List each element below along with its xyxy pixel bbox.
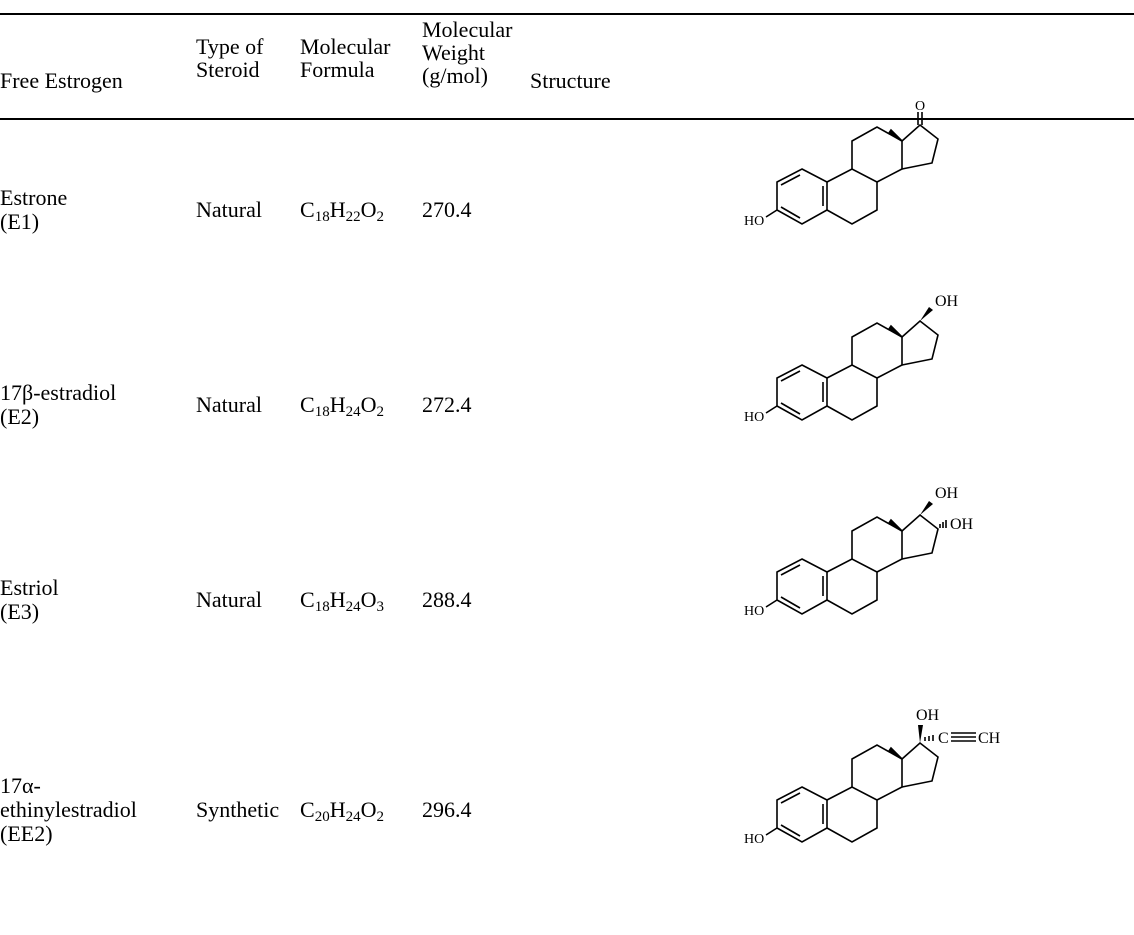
header-molecular-weight: Molecular Weight (g/mol) (422, 18, 512, 87)
header-line: Molecular (300, 34, 391, 59)
formula-count: 18 (314, 404, 330, 420)
row-e1-type: Natural (196, 197, 262, 222)
header-structure: Structure (530, 69, 611, 92)
row-e1-name: Estrone (E1) (0, 186, 67, 234)
hydroxyl-label: HO (744, 832, 764, 847)
formula-element: H (329, 197, 346, 222)
name-line: (EE2) (0, 821, 53, 846)
formula-count: 20 (314, 809, 330, 825)
header-line: Weight (422, 40, 485, 65)
table-header-rule (0, 118, 1134, 120)
estrone-diagram: O HO (744, 99, 939, 229)
header-line: Formula (300, 57, 375, 82)
name-line: ethinylestradiol (0, 797, 137, 822)
formula-element: H (329, 587, 346, 612)
row-ee2-type: Synthetic (196, 797, 280, 822)
estradiol-diagram: OH HO (744, 293, 959, 425)
row-e3-weight: 288.4 (422, 587, 472, 612)
name-line: 17α- (0, 773, 41, 798)
formula-element: O (360, 197, 377, 222)
header-line: (g/mol) (422, 63, 488, 88)
name-line: 17β-estradiol (0, 380, 117, 405)
estriol-diagram: OH OH HO (744, 485, 974, 619)
formula-count: 24 (345, 404, 361, 420)
row-e2-type: Natural (196, 392, 262, 417)
ethinylestradiol-diagram: OH C CH HO (744, 707, 1001, 847)
oxygen-label: O (915, 99, 925, 114)
formula-element: H (329, 392, 346, 417)
row-e3-type: Natural (196, 587, 262, 612)
name-line: Estriol (0, 575, 59, 600)
hydroxyl-label: HO (744, 410, 764, 425)
formula-element: C (300, 797, 315, 822)
structure-ethinylestradiol: OH C CH HO (744, 707, 1134, 898)
header-free-estrogen: Free Estrogen (0, 69, 123, 92)
name-line: (E3) (0, 599, 40, 624)
row-e1-weight: 270.4 (422, 197, 472, 222)
hydroxyl-label: HO (744, 214, 764, 229)
hydroxyl-label: OH (935, 485, 959, 502)
row-e2-name: 17β-estradiol (E2) (0, 381, 116, 429)
name-line: (E2) (0, 404, 40, 429)
formula-element: O (360, 392, 377, 417)
formula-count: 24 (345, 599, 361, 615)
formula-element: H (329, 797, 346, 822)
carbon-label: C (938, 730, 949, 747)
hydroxyl-label: OH (916, 707, 940, 724)
row-ee2-name: 17α- ethinylestradiol (EE2) (0, 774, 137, 846)
name-line: (E1) (0, 209, 40, 234)
header-molecular-formula: Molecular Formula (300, 35, 390, 81)
formula-count: 24 (345, 809, 361, 825)
row-e3-name: Estriol (E3) (0, 576, 59, 624)
formula-element: C (300, 197, 315, 222)
hydroxyl-label: OH (950, 516, 974, 533)
row-ee2-weight: 296.4 (422, 797, 472, 822)
header-type-of-steroid: Type of Steroid (196, 35, 264, 81)
header-line: Structure (530, 68, 611, 93)
header-line: Steroid (196, 57, 260, 82)
formula-count: 18 (314, 599, 330, 615)
structure-estriol: OH OH HO (744, 485, 1134, 680)
row-e3-formula: C18H24O3 (300, 587, 384, 615)
formula-count: 3 (376, 599, 384, 615)
wedge-bond (918, 725, 923, 743)
table-top-rule (0, 13, 1134, 15)
row-e2-weight: 272.4 (422, 392, 472, 417)
row-e2-formula: C18H24O2 (300, 392, 384, 420)
header-line: Molecular (422, 17, 513, 42)
formula-count: 18 (314, 209, 330, 225)
wedge-bond (920, 501, 933, 515)
row-ee2-formula: C20H24O2 (300, 797, 384, 825)
structure-estrone: O HO (744, 99, 1134, 290)
methine-label: CH (978, 730, 1001, 747)
formula-element: C (300, 587, 315, 612)
structure-estradiol: OH HO (744, 293, 1134, 486)
formula-element: O (360, 797, 377, 822)
formula-count: 2 (376, 809, 384, 825)
hydroxyl-label: OH (935, 293, 959, 310)
header-line: Free Estrogen (0, 68, 123, 93)
header-line: Type of (196, 34, 264, 59)
formula-count: 2 (376, 209, 384, 225)
formula-element: C (300, 392, 315, 417)
wedge-bond (920, 307, 933, 321)
name-line: Estrone (0, 185, 68, 210)
hydroxyl-label: HO (744, 604, 764, 619)
formula-count: 2 (376, 404, 384, 420)
row-e1-formula: C18H22O2 (300, 197, 384, 225)
formula-count: 22 (345, 209, 361, 225)
formula-element: O (360, 587, 377, 612)
